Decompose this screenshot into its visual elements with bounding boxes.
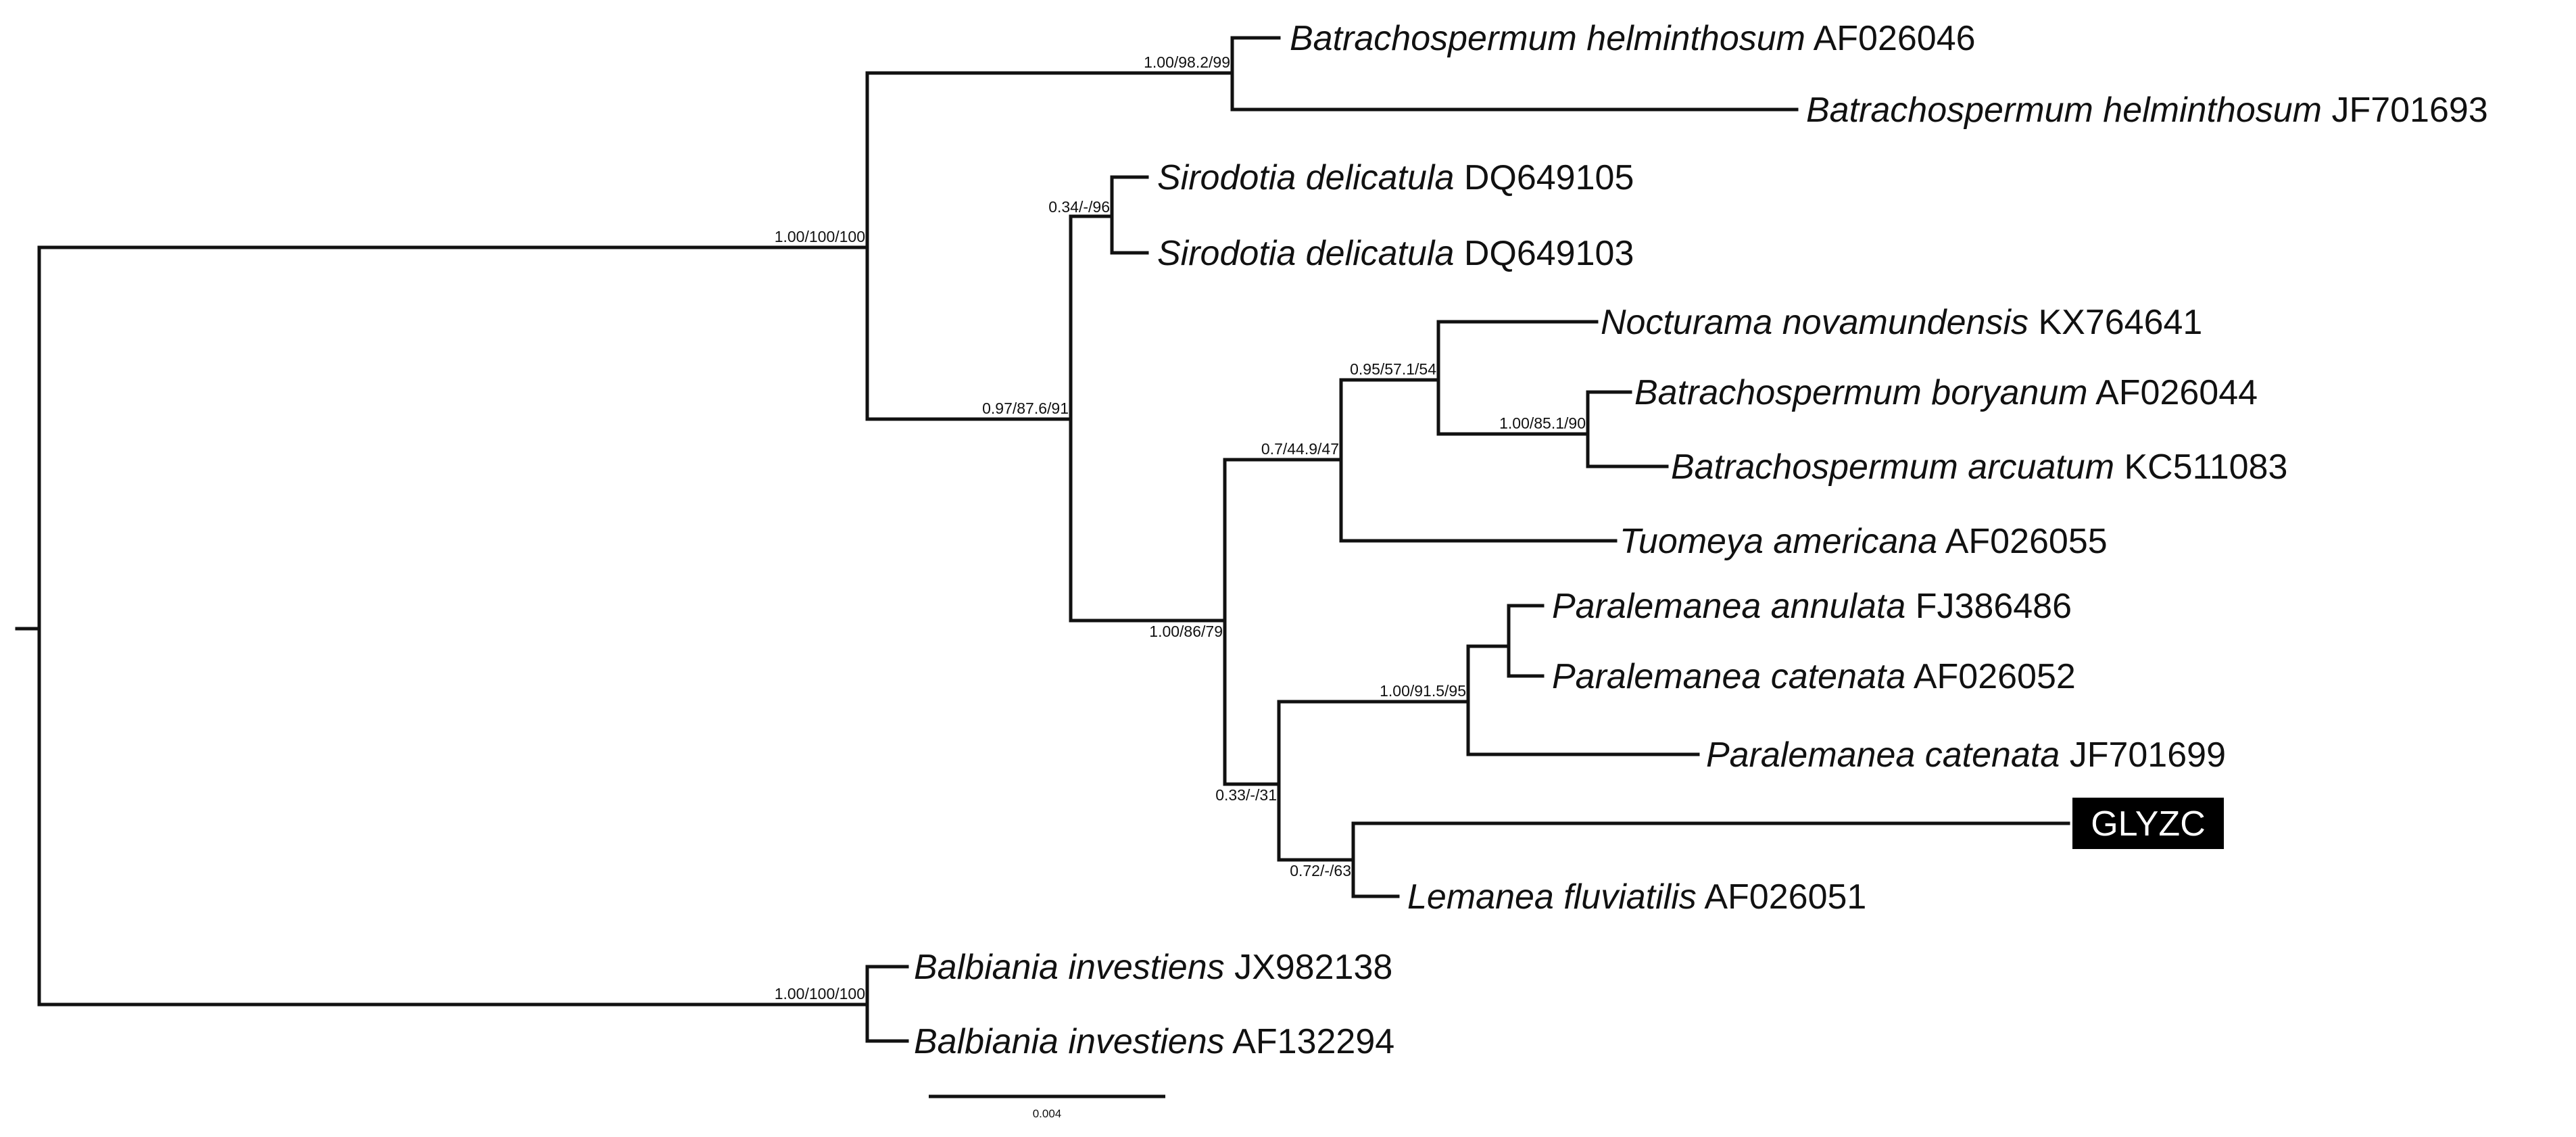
taxon-label: Paralemanea catenata AF026052 — [1552, 657, 2076, 696]
taxon-label: Balbiania investiens AF132294 — [914, 1022, 1394, 1061]
support-sirodotia: 0.34/-/96 — [1048, 198, 1110, 216]
taxon-label: Batrachospermum helminthosum JF701693 — [1806, 91, 2488, 130]
taxon-label: Batrachospermum arcuatum KC511083 — [1671, 447, 2287, 487]
highlight-label: GLYZC — [2072, 798, 2224, 849]
support-sirodotia-plus: 0.97/87.6/91 — [982, 400, 1069, 417]
taxon-label: Batrachospermum boryanum AF026044 — [1634, 373, 2258, 412]
support-glyzc-lemanea: 0.72/-/63 — [1290, 862, 1351, 879]
scale-bar-group: 0.004 — [929, 1094, 1165, 1120]
taxon-labels: Batrachospermum helminthosum AF026046 Ba… — [914, 19, 2488, 1061]
support-balbiania: 1.00/100/100 — [775, 985, 865, 1002]
support-b-helminthosum: 1.00/98.2/99 — [1144, 53, 1230, 71]
support-tuomeya-clade: 0.7/44.9/47 — [1261, 440, 1339, 458]
taxon-label: Lemanea fluviatilis AF026051 — [1407, 877, 1866, 917]
tree-branches — [15, 36, 2070, 1043]
taxon-label: Balbiania investiens JX982138 — [914, 948, 1392, 987]
highlight-label-text: GLYZC — [2091, 804, 2206, 844]
taxon-label: Nocturama novamundensis KX764641 — [1601, 303, 2202, 342]
taxon-label: Paralemanea catenata JF701699 — [1706, 735, 2226, 775]
support-paralemanea: 1.00/91.5/95 — [1380, 682, 1466, 700]
taxon-label: Batrachospermum helminthosum AF026046 — [1290, 19, 1976, 58]
highlight-label-box — [2072, 798, 2224, 849]
taxon-label: Sirodotia delicatula DQ649103 — [1157, 234, 1634, 273]
taxon-label: Tuomeya americana AF026055 — [1620, 522, 2108, 561]
support-nocturama-clade: 0.95/57.1/54 — [1350, 360, 1436, 378]
support-lemaneaceae: 1.00/86/79 — [1149, 623, 1223, 640]
scale-label: 0.004 — [1033, 1107, 1062, 1120]
support-main-ingroup: 1.00/100/100 — [775, 228, 865, 245]
taxon-label: Sirodotia delicatula DQ649105 — [1157, 158, 1634, 197]
support-lemanea-paralemanea: 0.33/-/31 — [1215, 786, 1277, 804]
support-boryanum-arcuatum: 1.00/85.1/90 — [1499, 414, 1586, 432]
support-values: 1.00/98.2/99 1.00/100/100 0.34/-/96 0.97… — [775, 53, 1586, 1002]
taxon-label: Paralemanea annulata FJ386486 — [1552, 587, 2072, 626]
